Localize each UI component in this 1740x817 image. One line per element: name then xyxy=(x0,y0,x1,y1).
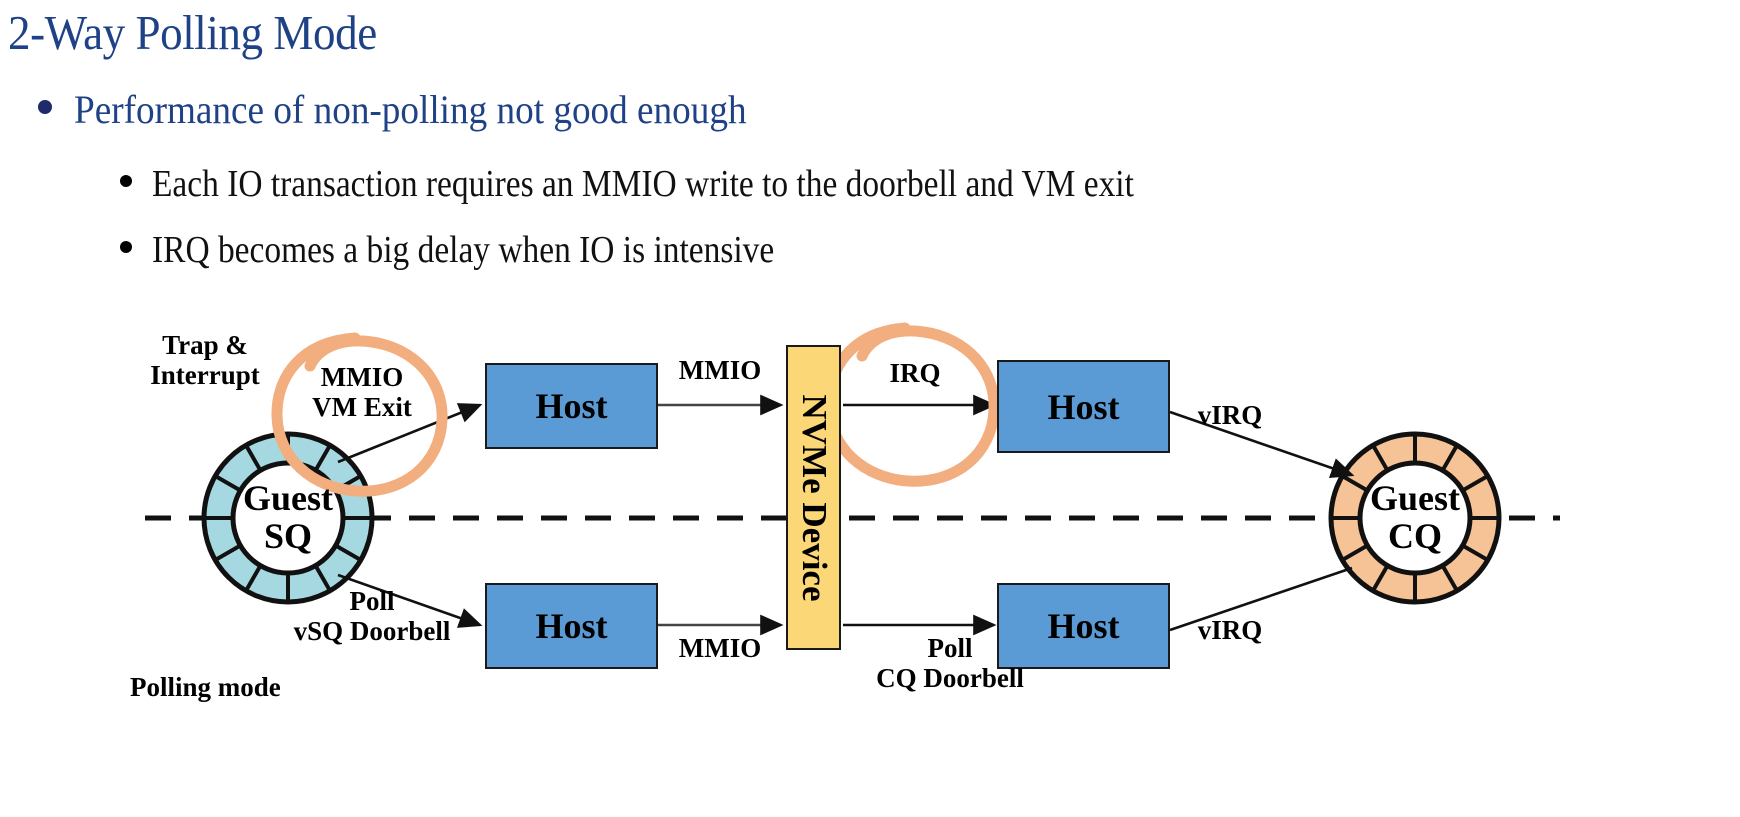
poll-cq-line2: CQ Doorbell xyxy=(876,663,1024,694)
host-box-label: Host xyxy=(1047,386,1120,427)
mmio-vm-exit-line2: VM Exit xyxy=(312,392,412,423)
bullet-dot-icon xyxy=(120,175,132,187)
bullet-dot-icon xyxy=(120,241,132,253)
host-box-top-left: Host xyxy=(485,363,658,449)
poll-vsq-line2: vSQ Doorbell xyxy=(293,616,451,647)
mmio-top-label: MMIO xyxy=(678,355,762,385)
mmio-vm-exit-line1: MMIO xyxy=(320,362,404,392)
host-box-label: Host xyxy=(535,386,608,426)
irq-label: IRQ xyxy=(889,358,941,388)
poll-cq-line1: Poll xyxy=(927,633,973,663)
bullet-level2-text: Each IO transaction requires an MMIO wri… xyxy=(152,163,1134,205)
diagram-vector-layer xyxy=(145,322,1560,636)
arrow-host-bottom-right-to-cq xyxy=(1169,566,1353,632)
host-box-label: Host xyxy=(535,606,608,646)
bullet-level1-item: Performance of non-polling not good enou… xyxy=(38,85,797,135)
arrow-sq-to-host-top xyxy=(337,403,483,464)
annotation-circle-mmio-vm-exit xyxy=(271,332,448,497)
arrow-host-top-right-to-cq xyxy=(1169,410,1355,479)
page-title: 2-Way Polling Mode xyxy=(8,5,377,60)
bullet-dot-icon xyxy=(38,100,52,114)
mmio-bottom-label: MMIO xyxy=(678,633,762,663)
trap-interrupt-line1: Trap & xyxy=(162,330,248,360)
bullet-level2-text: IRQ becomes a big delay when IO is inten… xyxy=(152,229,775,271)
host-box-top-right: Host xyxy=(997,360,1170,453)
poll-cq-doorbell-label: Poll CQ Doorbell xyxy=(850,633,1050,693)
virq-top-label: vIRQ xyxy=(1197,400,1263,430)
mmio-vm-exit-label: MMIO VM Exit xyxy=(297,362,427,422)
host-box-bottom-left: Host xyxy=(485,583,658,669)
poll-vsq-doorbell-label: Poll vSQ Doorbell xyxy=(272,586,472,646)
host-box-label: Host xyxy=(1047,606,1120,646)
guest-cq-ring xyxy=(1328,431,1502,605)
bullet-level2-item: IRQ becomes a big delay when IO is inten… xyxy=(120,226,859,274)
guest-sq-ring xyxy=(201,431,375,605)
arrow-sq-to-host-bottom xyxy=(337,573,483,628)
nvme-device-label: NVMe Device xyxy=(794,394,834,601)
nvme-device-box: NVMe Device xyxy=(786,345,841,650)
trap-interrupt-line2: Interrupt xyxy=(150,360,260,391)
bullet-level1-text: Performance of non-polling not good enou… xyxy=(74,87,747,132)
host-box-bottom-right: Host xyxy=(997,583,1170,669)
trap-interrupt-label: Trap & Interrupt xyxy=(130,330,280,390)
polling-mode-label: Polling mode xyxy=(130,672,281,702)
virq-bottom-label: vIRQ xyxy=(1197,615,1263,645)
poll-vsq-line1: Poll xyxy=(349,586,395,616)
architecture-diagram: Host Host Host Host NVMe Device Guest SQ… xyxy=(0,300,1740,760)
bullet-level2-item: Each IO transaction requires an MMIO wri… xyxy=(120,160,1268,208)
